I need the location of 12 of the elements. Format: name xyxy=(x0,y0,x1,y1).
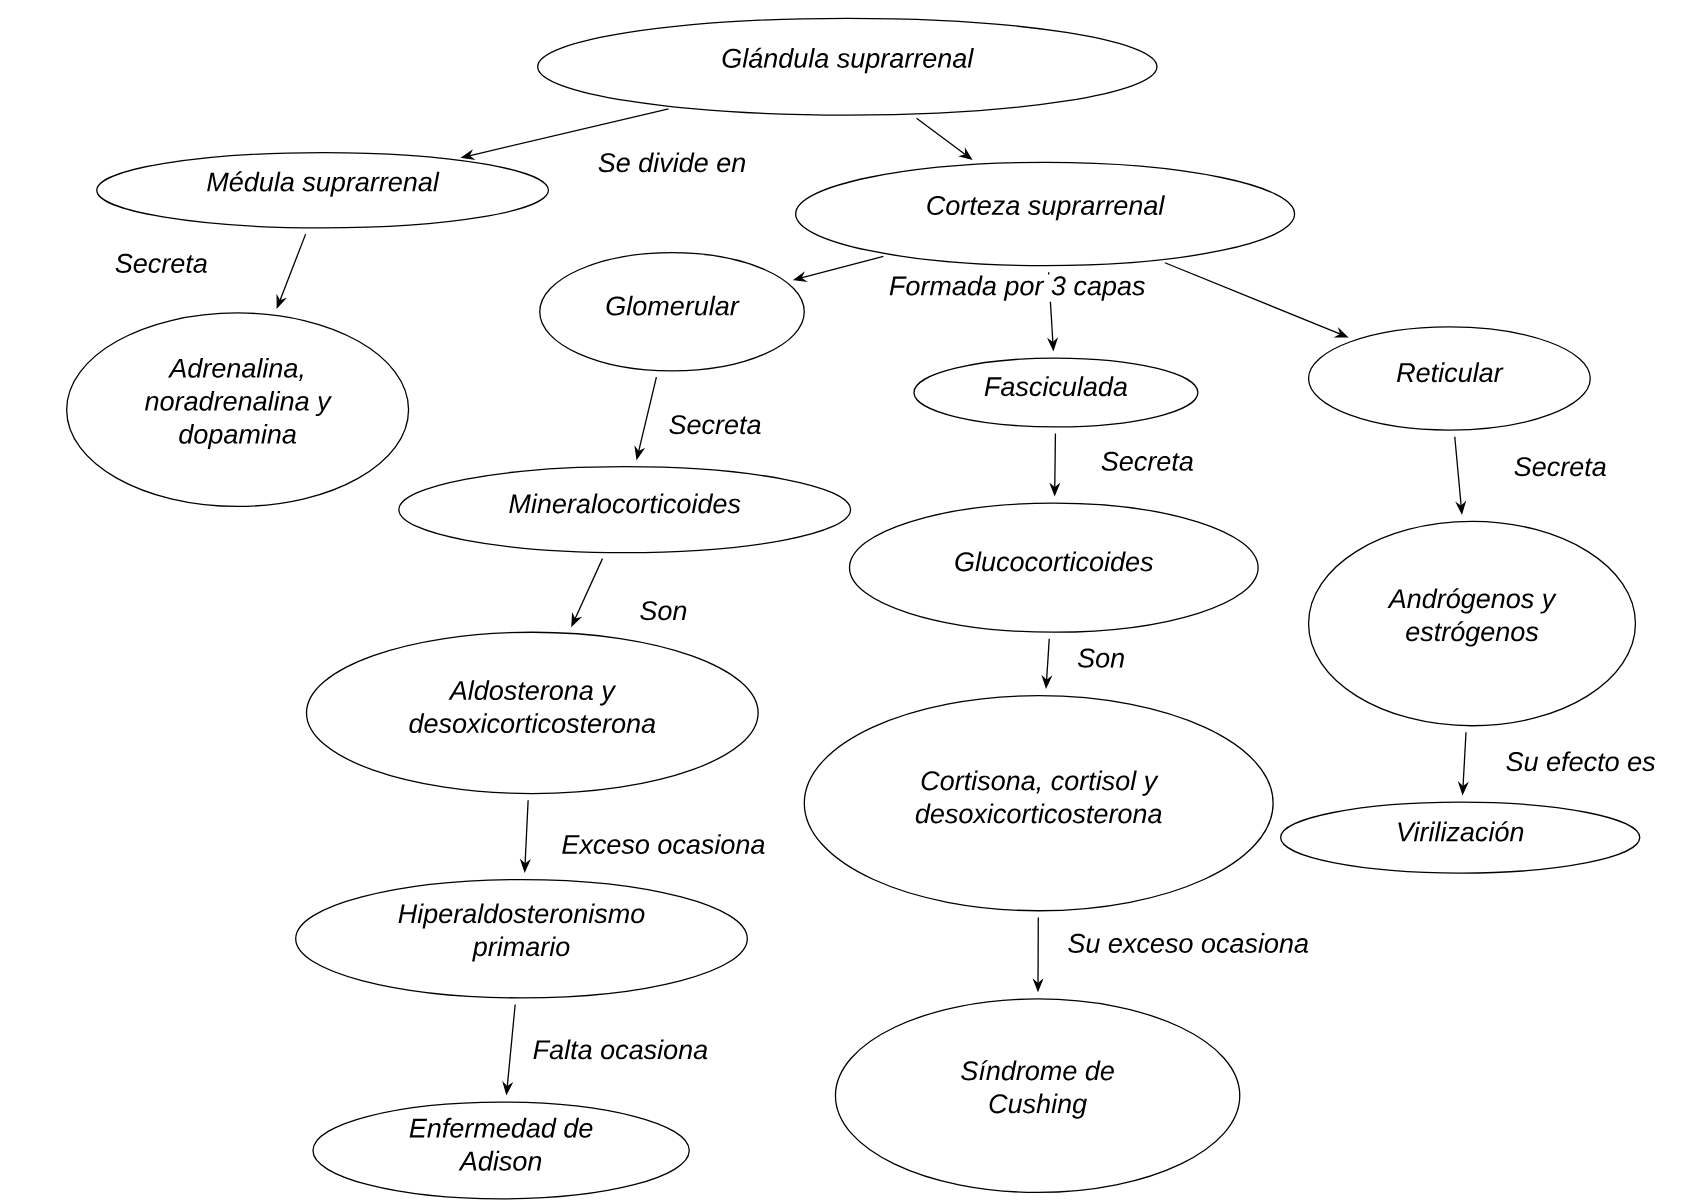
edge-label: Secreta xyxy=(1512,456,1608,478)
edge-label: Se divide en xyxy=(596,151,748,174)
edge-label: Su efecto es xyxy=(1504,750,1657,773)
edge-label: Formada por 3 capas xyxy=(887,274,1147,302)
edge-label: Secreta xyxy=(1099,450,1195,472)
edge-label: Secreta xyxy=(113,252,209,274)
edge-label: Falta ocasiona xyxy=(531,1038,710,1061)
edge-label: Secreta xyxy=(667,414,763,436)
edge-label: Son xyxy=(1076,647,1127,669)
edge-label: Su exceso ocasiona xyxy=(1066,932,1311,954)
edge-label: Son xyxy=(638,600,689,622)
edge-label: Exceso ocasiona xyxy=(560,833,767,855)
